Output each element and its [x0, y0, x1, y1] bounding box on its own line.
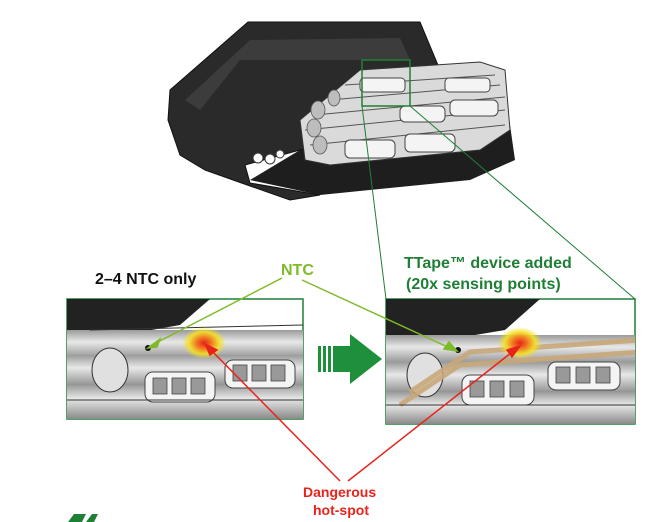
transition-arrow	[318, 334, 382, 384]
hotspot-label-line2: hot-spot	[313, 502, 369, 518]
logo-fragment	[68, 514, 98, 522]
hotspot-label-line1: Dangerous	[303, 484, 377, 500]
ntc-pointers	[145, 277, 459, 353]
housing-highlight	[185, 38, 410, 110]
battery-housing	[167, 21, 441, 201]
left-detail-panel	[66, 298, 304, 420]
battery-pack-illustration	[167, 21, 515, 201]
ntc-label: NTC	[281, 262, 314, 279]
hotspot-pointers	[203, 342, 522, 482]
zoom-line-1	[361, 105, 387, 300]
right-detail-panel	[385, 298, 636, 425]
cell-holders	[344, 77, 499, 159]
left-panel-caption: 2–4 NTC only	[95, 271, 197, 288]
right-panel-caption-line1: TTape™ device added	[404, 255, 572, 272]
zoom-line-2	[409, 105, 636, 300]
connector-hole-1	[252, 152, 264, 164]
connector-hole-3	[275, 149, 285, 159]
connector-hole-2	[264, 153, 276, 165]
ttape-strips	[398, 337, 635, 408]
hotspot-right	[498, 327, 542, 359]
cell-end-caps	[306, 89, 341, 155]
right-panel-caption-line2: (20x sensing points)	[406, 276, 561, 293]
zoom-source-box	[361, 59, 411, 107]
